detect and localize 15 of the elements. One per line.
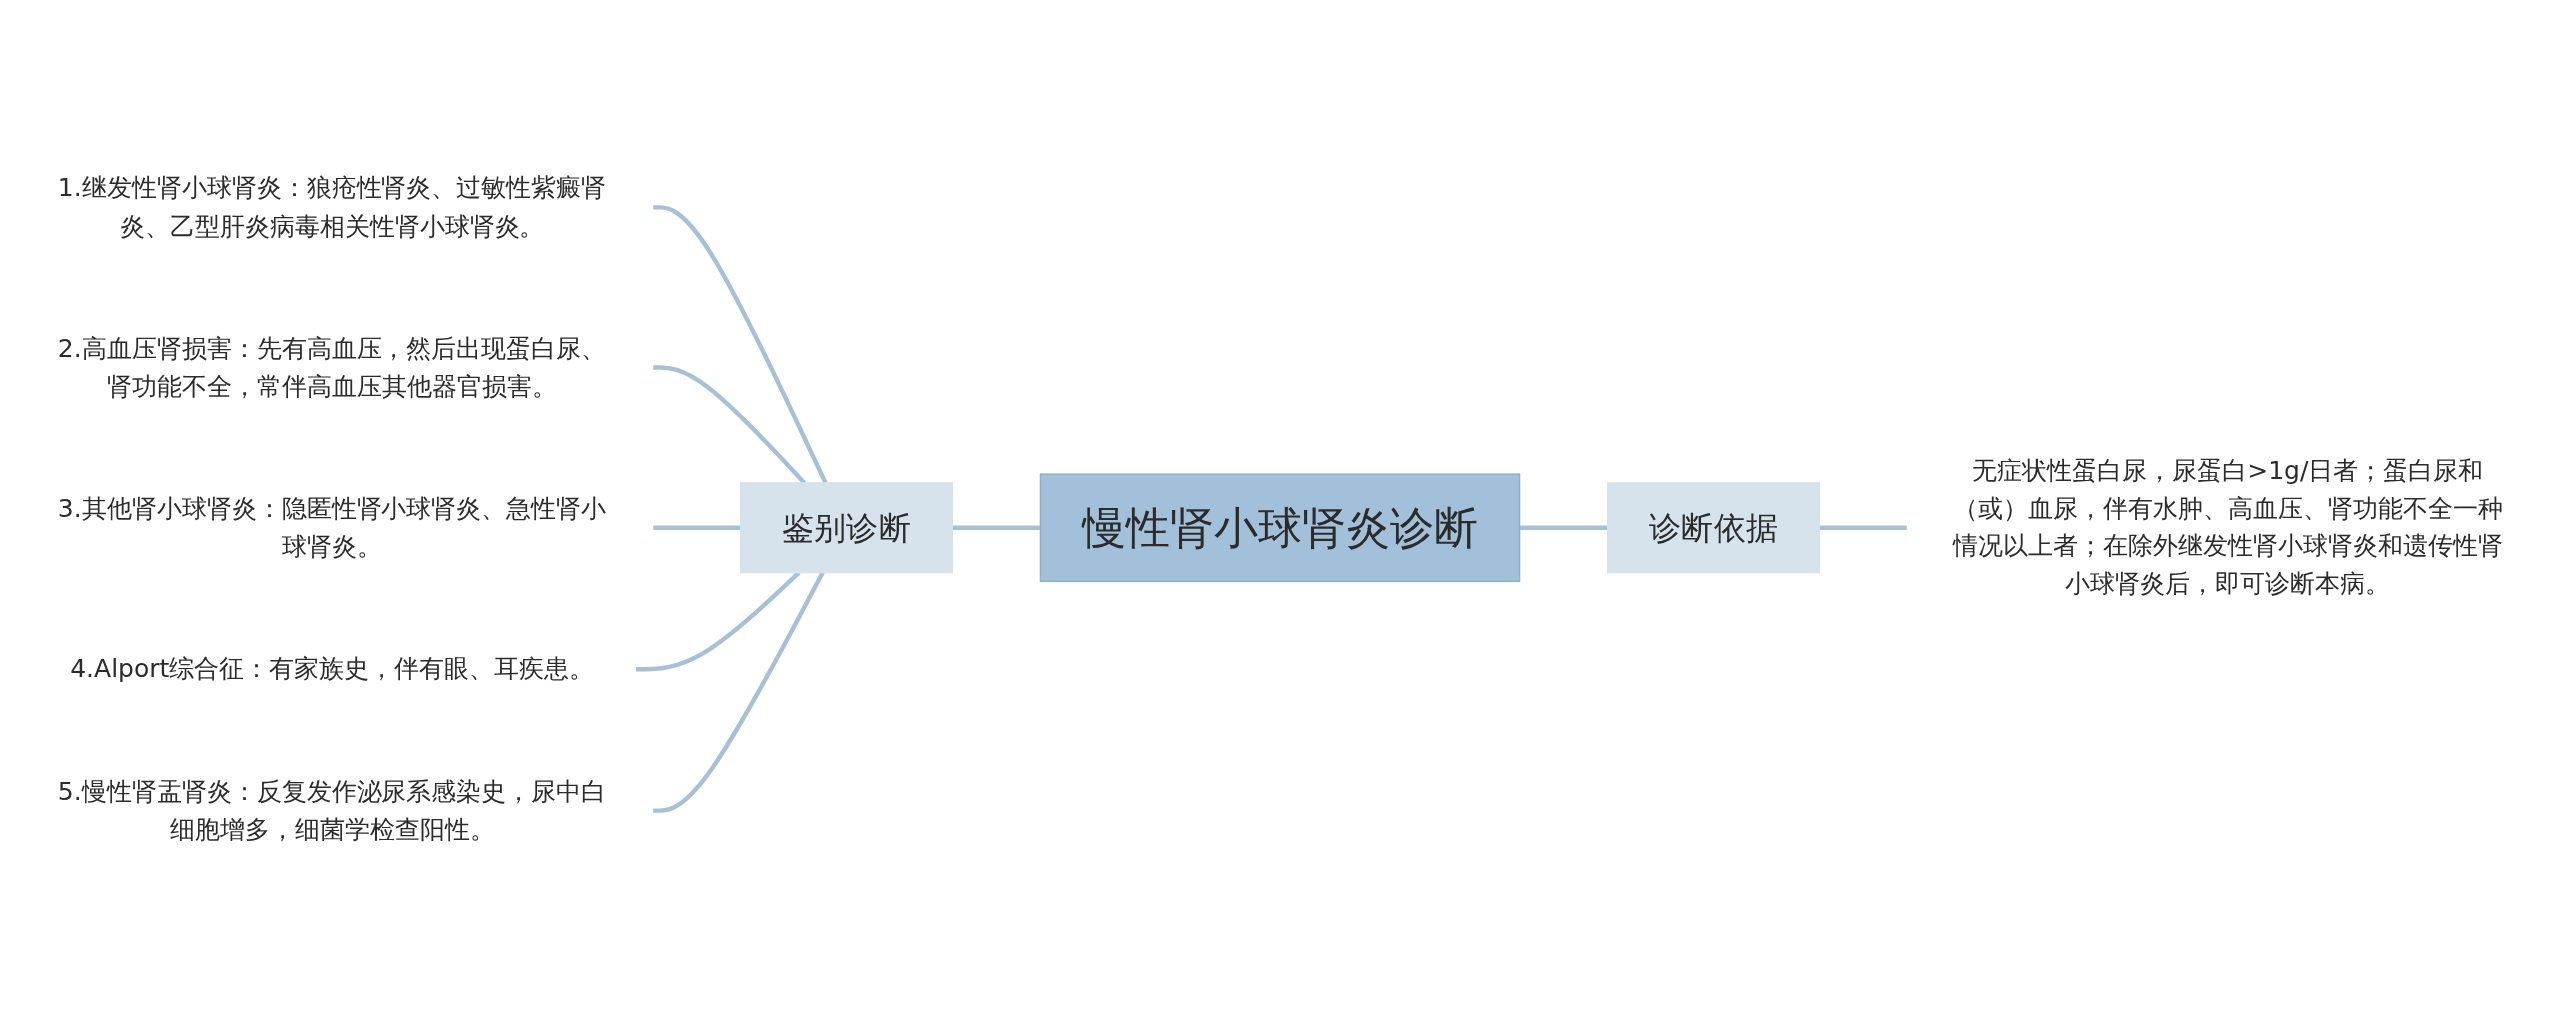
connector: [1519, 525, 1608, 530]
node-box: 诊断依据: [1607, 482, 1821, 574]
connector: [652, 205, 828, 484]
node-text: 1.继发性肾小球肾炎：狼疮性肾炎、过敏性紫癜肾炎、乙型肝炎病毒相关性肾小球肾炎。: [57, 172, 607, 240]
connector: [652, 571, 825, 813]
node-box: 鉴别诊断: [739, 482, 953, 574]
connector: [652, 525, 741, 530]
node-text: 3.其他肾小球肾炎：隐匿性肾小球肾炎、急性肾小球肾炎。: [57, 493, 607, 561]
node-text: 5.慢性肾盂肾炎：反复发作泌尿系感染史，尿中白细胞增多，细菌学检查阳性。: [57, 776, 607, 843]
node-text: 4.Alport综合征：有家族史，伴有眼、耳疾患。: [70, 653, 595, 683]
node-box: 慢性肾小球肾炎诊断: [1039, 473, 1521, 583]
node-text: 2.高血压肾损害：先有高血压，然后出现蛋白尿、肾功能不全，常伴高血压其他器官损害。: [57, 333, 607, 400]
node-text: 无症状性蛋白尿，尿蛋白>1g/日者；蛋白尿和（或）血尿，伴有水肿、高血压、肾功能不全一种情况以上者；在除外继发性肾小球肾炎和遗传性肾小球肾炎后，即可诊断本病。: [1953, 455, 2503, 598]
connector: [1819, 525, 1908, 530]
connector: [952, 525, 1041, 530]
